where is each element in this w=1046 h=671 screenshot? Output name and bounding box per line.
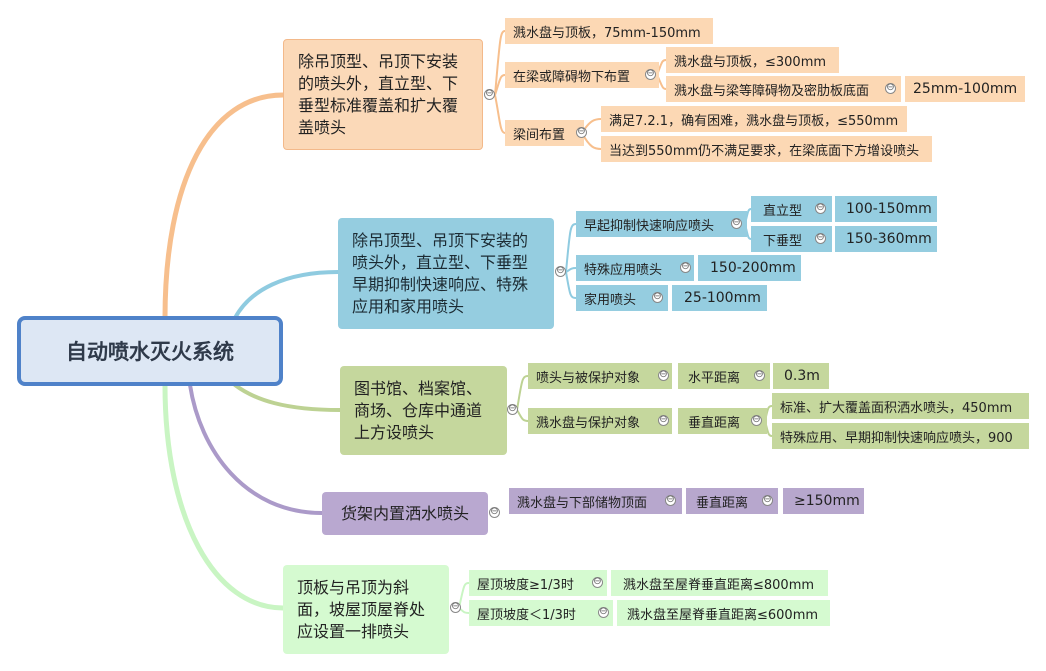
b3-item-2[interactable]: 溅水盘与保护对象: [528, 408, 672, 434]
b4-item-1-value[interactable]: ≥150mm: [783, 488, 864, 514]
collapse-icon[interactable]: ⊖: [507, 403, 518, 415]
collapse-icon[interactable]: ⊖: [652, 291, 663, 303]
b1-item-2[interactable]: 在梁或障碍物下布置: [505, 62, 659, 88]
collapse-icon[interactable]: ⊖: [555, 265, 566, 277]
b5-item-1[interactable]: 屋顶坡度≥1/3时: [469, 570, 607, 596]
collapse-icon[interactable]: ⊖: [658, 369, 669, 381]
branch-line-3: [233, 383, 342, 412]
branch-5-topic[interactable]: 顶板与吊顶为斜面，坡屋顶屋脊处应设置一排喷头: [283, 565, 449, 654]
branch-2-topic[interactable]: 除吊顶型、吊顶下安装的喷头外，直立型、下垂型早期抑制快速响应、特殊应用和家用喷头: [338, 218, 554, 329]
branch-1-topic[interactable]: 除吊顶型、吊顶下安装的喷头外，直立型、下垂型标准覆盖和扩大覆盖喷头: [283, 39, 483, 150]
collapse-icon[interactable]: ⊖: [450, 601, 461, 613]
collapse-icon[interactable]: ⊖: [815, 202, 826, 214]
b3-item-2-sub[interactable]: 垂直距离: [678, 408, 767, 434]
collapse-icon[interactable]: ⊖: [885, 82, 896, 94]
b4-item-1-sub[interactable]: 垂直距离: [686, 488, 778, 514]
collapse-icon[interactable]: ⊖: [751, 414, 762, 426]
collapse-icon[interactable]: ⊖: [731, 217, 742, 229]
branch-line-5: [162, 382, 286, 611]
b5-item-1-value[interactable]: 溅水盘至屋脊垂直距离≤800mm: [611, 570, 828, 596]
b2-item-1[interactable]: 早起抑制快速响应喷头: [576, 211, 747, 237]
b1-item-2-2-value[interactable]: 25mm-100mm: [905, 76, 1025, 102]
collapse-icon[interactable]: ⊖: [592, 576, 603, 588]
b2-item-1-1-value[interactable]: 100-150mm: [835, 196, 937, 222]
b5-item-2[interactable]: 屋顶坡度＜1/3时: [469, 600, 613, 626]
b2-item-3-value[interactable]: 25-100mm: [672, 285, 767, 311]
b1-item-1[interactable]: 溅水盘与顶板，75mm-150mm: [505, 18, 713, 44]
b1-item-3-1[interactable]: 满足7.2.1，确有困难，溅水盘与顶板，≤550mm: [601, 106, 907, 132]
collapse-icon[interactable]: ⊖: [680, 261, 691, 273]
b3-item-1[interactable]: 喷头与被保护对象: [528, 363, 672, 389]
root-topic[interactable]: 自动喷水灭火系统: [17, 316, 283, 386]
b1-item-2-2[interactable]: 溅水盘与梁等障碍物及密肋板底面: [666, 76, 901, 102]
b4-item-1[interactable]: 溅水盘与下部储物顶面: [509, 488, 682, 514]
collapse-icon[interactable]: ⊖: [489, 506, 500, 518]
b1-item-3-2[interactable]: 当达到550mm仍不满足要求，在梁底面下方增设喷头: [601, 136, 932, 162]
collapse-icon[interactable]: ⊖: [484, 88, 495, 100]
branch-line-2: [233, 270, 340, 320]
b2-item-2[interactable]: 特殊应用喷头: [576, 255, 694, 281]
collapse-icon[interactable]: ⊖: [754, 369, 765, 381]
branch-line-4: [188, 383, 324, 515]
collapse-icon[interactable]: ⊖: [598, 606, 609, 618]
b3-item-2-value-2[interactable]: 特殊应用、早期抑制快速响应喷头，900: [772, 423, 1029, 449]
branch-line-1: [162, 92, 286, 321]
branch-4-topic[interactable]: 货架内置洒水喷头: [322, 492, 488, 535]
collapse-icon[interactable]: ⊖: [815, 232, 826, 244]
collapse-icon[interactable]: ⊖: [576, 126, 587, 138]
b1-item-3[interactable]: 梁间布置: [505, 120, 584, 146]
b3-item-1-value[interactable]: 0.3m: [773, 363, 829, 389]
b2-item-2-value[interactable]: 150-200mm: [698, 255, 801, 281]
branch-3-topic[interactable]: 图书馆、档案馆、商场、仓库中通道上方设喷头: [340, 366, 507, 455]
b1-item-2-1[interactable]: 溅水盘与顶板，≤300mm: [666, 47, 839, 73]
collapse-icon[interactable]: ⊖: [658, 414, 669, 426]
b5-item-2-value[interactable]: 溅水盘至屋脊垂直距离≤600mm: [617, 600, 830, 626]
collapse-icon[interactable]: ⊖: [645, 68, 656, 80]
collapse-icon[interactable]: ⊖: [665, 494, 676, 506]
collapse-icon[interactable]: ⊖: [762, 494, 773, 506]
b3-item-2-value-1[interactable]: 标准、扩大覆盖面积洒水喷头，450mm: [772, 393, 1029, 419]
b2-item-1-2-value[interactable]: 150-360mm: [835, 226, 937, 252]
